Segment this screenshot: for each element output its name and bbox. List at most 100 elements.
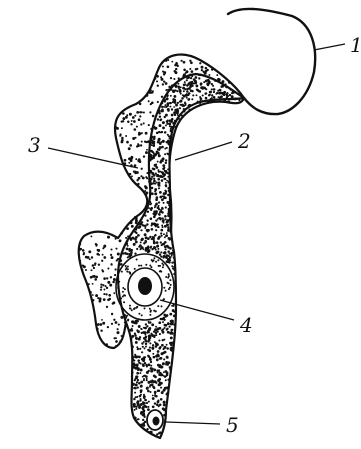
stipple-dot bbox=[135, 337, 138, 340]
stipple-dot bbox=[145, 343, 148, 346]
stipple-dot bbox=[150, 370, 153, 373]
stipple-dot bbox=[154, 206, 156, 208]
stipple-dot bbox=[159, 357, 162, 360]
stipple-dot bbox=[186, 84, 188, 86]
stipple-dot bbox=[136, 329, 138, 331]
stipple-dot bbox=[158, 201, 160, 203]
stipple-dot bbox=[170, 89, 172, 91]
stipple-dot bbox=[95, 294, 98, 297]
stipple-dot bbox=[92, 294, 94, 296]
stipple-dot bbox=[158, 187, 160, 189]
label-1: 1 bbox=[350, 33, 361, 57]
stipple-dot bbox=[156, 75, 159, 78]
stipple-dot bbox=[171, 323, 174, 326]
stipple-dot bbox=[205, 97, 208, 100]
stipple-dot bbox=[121, 127, 123, 129]
stipple-dot bbox=[177, 85, 180, 88]
stipple-dot bbox=[140, 246, 143, 249]
stipple-dot bbox=[139, 160, 142, 163]
stipple-dot bbox=[128, 248, 131, 251]
stipple-dot bbox=[234, 97, 237, 100]
stipple-dot bbox=[160, 229, 163, 232]
stipple-dot bbox=[134, 379, 136, 381]
stipple-dot bbox=[144, 190, 146, 192]
stipple-dot bbox=[171, 255, 173, 257]
stipple-dot bbox=[183, 61, 186, 64]
stipple-dot bbox=[140, 328, 142, 330]
stipple-dot bbox=[143, 402, 145, 404]
stipple-dot bbox=[230, 89, 232, 91]
nucleus-dot bbox=[162, 266, 164, 268]
stipple-dot bbox=[142, 422, 145, 425]
stipple-dot bbox=[148, 406, 150, 408]
stipple-dot bbox=[102, 322, 105, 325]
stipple-dot bbox=[173, 106, 175, 108]
stipple-dot bbox=[174, 64, 176, 66]
stipple-dot bbox=[167, 176, 169, 178]
stipple-dot bbox=[92, 299, 94, 301]
stipple-dot bbox=[134, 409, 136, 411]
stipple-dot bbox=[153, 356, 156, 359]
stipple-dot bbox=[167, 95, 169, 97]
stipple-dot bbox=[225, 83, 227, 85]
stipple-dot bbox=[141, 332, 143, 334]
stipple-dot bbox=[149, 111, 151, 113]
stipple-dot bbox=[145, 151, 148, 154]
stipple-dot bbox=[153, 168, 156, 171]
stipple-dot bbox=[186, 97, 188, 99]
nucleus-dot bbox=[157, 259, 159, 261]
stipple-dot bbox=[171, 265, 173, 267]
nucleus-dot bbox=[155, 310, 157, 312]
stipple-dot bbox=[162, 217, 164, 219]
nucleus-dot bbox=[160, 270, 162, 272]
stipple-dot bbox=[131, 336, 133, 338]
nucleus-dot bbox=[153, 257, 155, 259]
stipple-dot bbox=[130, 251, 133, 254]
stipple-dot bbox=[141, 351, 143, 353]
stipple-dot bbox=[80, 248, 82, 250]
stipple-dot bbox=[165, 234, 168, 237]
stipple-dot bbox=[163, 358, 165, 360]
stipple-dot bbox=[163, 80, 165, 82]
stipple-dot bbox=[120, 263, 123, 266]
stipple-dot bbox=[98, 254, 100, 256]
stipple-dot bbox=[150, 381, 153, 384]
stipple-dot bbox=[79, 243, 81, 245]
stipple-dot bbox=[146, 193, 148, 195]
stipple-dot bbox=[115, 126, 118, 129]
stipple-dot bbox=[165, 89, 167, 91]
stipple-dot bbox=[130, 221, 133, 224]
stipple-dot bbox=[115, 248, 117, 250]
nucleus-dot bbox=[134, 307, 136, 309]
stipple-dot bbox=[110, 254, 112, 256]
stipple-dot bbox=[154, 192, 157, 195]
stipple-dot bbox=[125, 316, 127, 318]
stipple-dot bbox=[144, 334, 146, 336]
stipple-dot bbox=[167, 168, 169, 170]
stipple-dot bbox=[165, 206, 167, 208]
nucleus-dot bbox=[168, 273, 170, 275]
stipple-dot bbox=[171, 61, 173, 63]
stipple-dot bbox=[129, 113, 131, 115]
stipple-dot bbox=[94, 264, 96, 266]
stipple-dot bbox=[107, 299, 110, 302]
stipple-dot bbox=[151, 144, 153, 146]
stipple-dot bbox=[99, 297, 102, 300]
stipple-dot bbox=[156, 80, 158, 82]
stipple-dot bbox=[194, 82, 197, 85]
stipple-dot bbox=[150, 365, 152, 367]
stipple-dot bbox=[222, 80, 225, 83]
stipple-dot bbox=[145, 345, 147, 347]
stipple-dot bbox=[162, 362, 165, 365]
stipple-dot bbox=[141, 141, 143, 143]
stipple-dot bbox=[180, 60, 182, 62]
stipple-dot bbox=[100, 323, 103, 326]
stipple-dot bbox=[211, 83, 213, 85]
stipple-dot bbox=[140, 394, 142, 396]
stipple-dot bbox=[119, 135, 121, 137]
stipple-dot bbox=[200, 97, 203, 100]
stipple-dot bbox=[154, 391, 157, 394]
stipple-dot bbox=[159, 431, 162, 434]
stipple-dot bbox=[161, 224, 163, 226]
stipple-dot bbox=[160, 159, 163, 162]
